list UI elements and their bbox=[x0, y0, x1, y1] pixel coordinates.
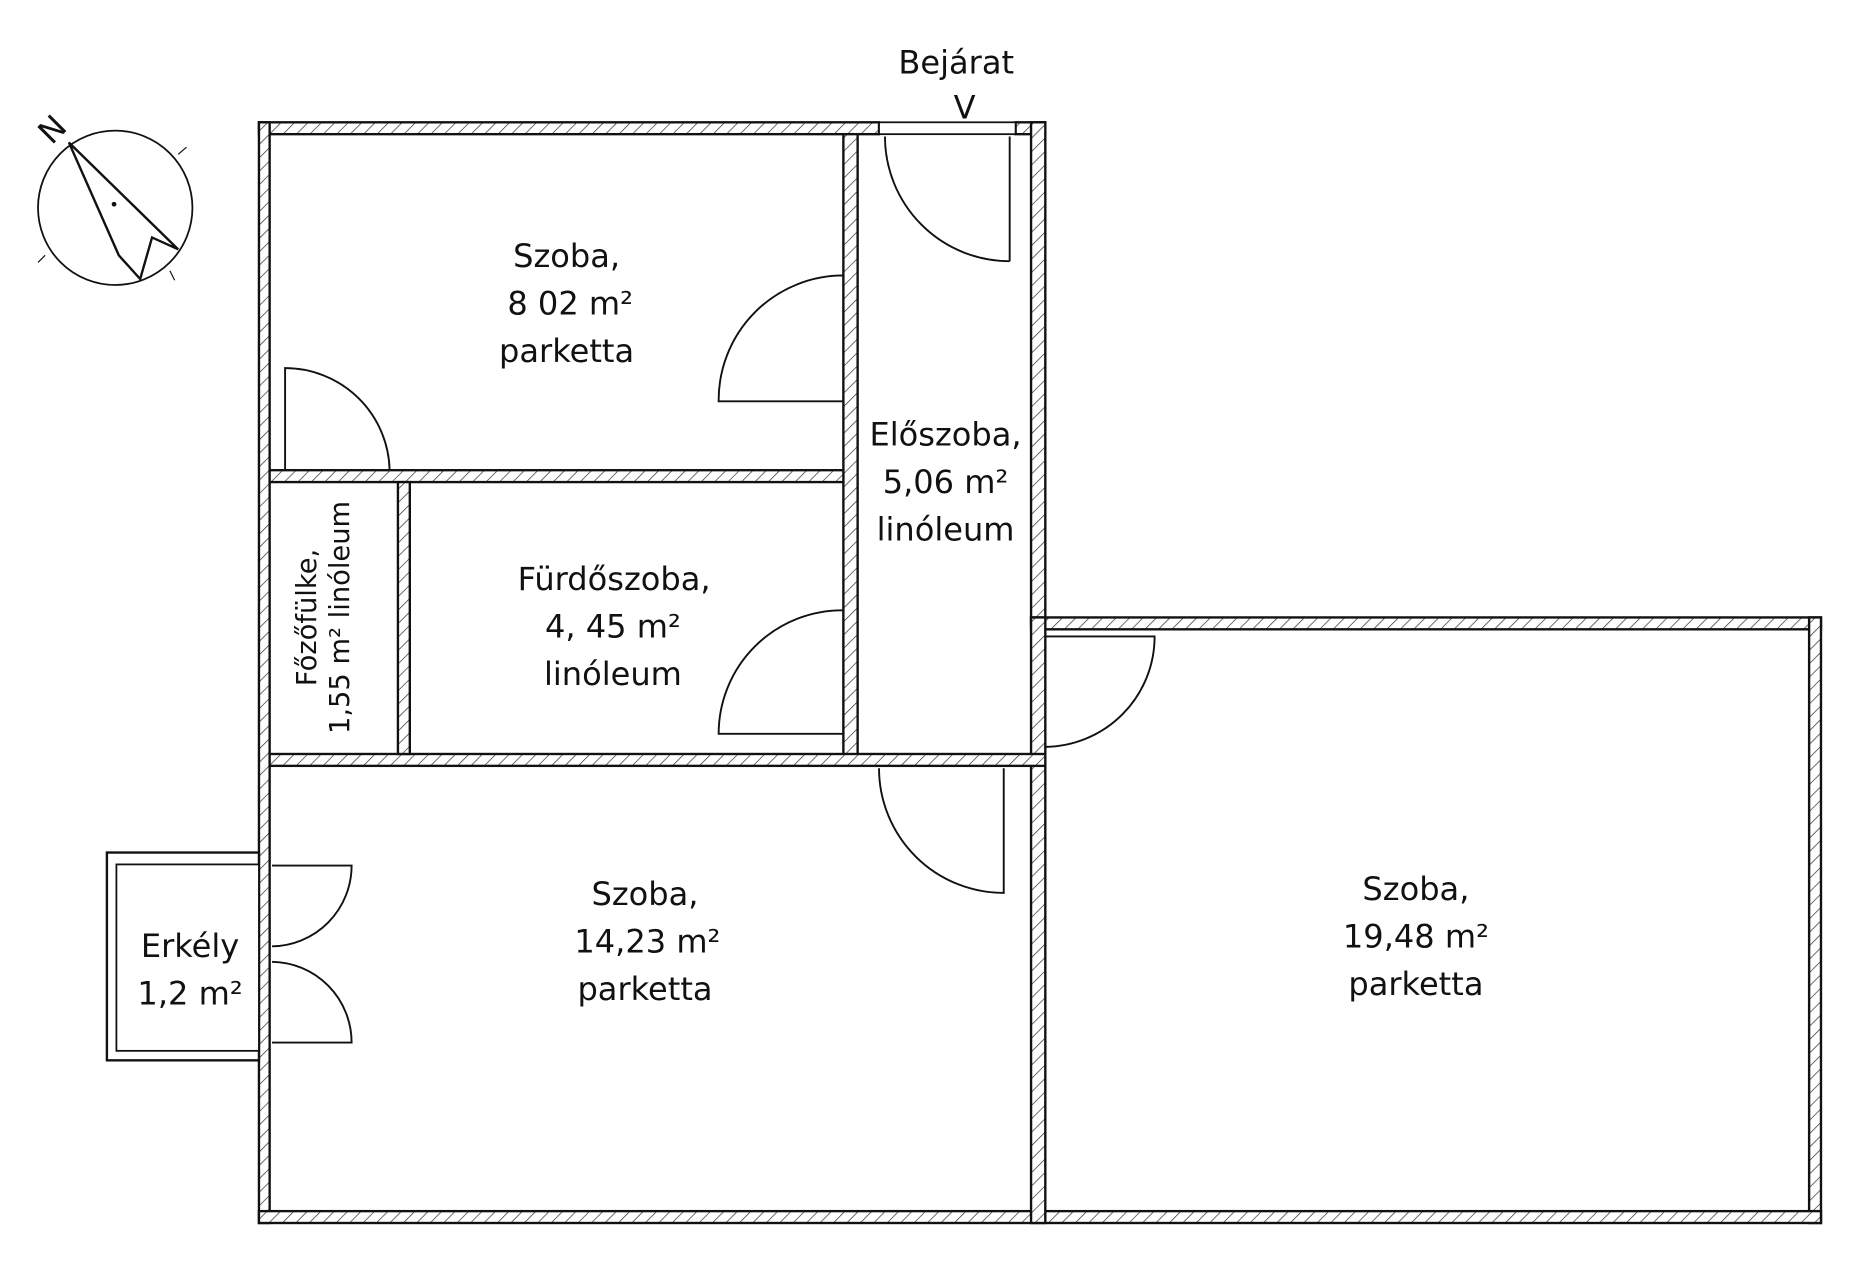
room-eloszoba: Előszoba, 5,06 m² linóleum bbox=[869, 415, 1021, 548]
doors bbox=[272, 136, 1156, 1044]
door-balcony-top bbox=[272, 864, 353, 948]
door-balcony-bottom bbox=[272, 960, 353, 1044]
room-area: 1,2 m² bbox=[137, 975, 242, 1013]
entrance-marker: V bbox=[954, 89, 976, 127]
room-area: 14,23 m² bbox=[574, 922, 720, 960]
room-name: Fürdőszoba, bbox=[518, 560, 711, 598]
room-name: Erkély bbox=[141, 927, 239, 965]
room-area: 1,55 m² linóleum bbox=[325, 501, 356, 734]
room-area: 19,48 m² bbox=[1343, 918, 1489, 956]
room-szoba-large: Szoba, 19,48 m² parketta bbox=[1343, 870, 1489, 1003]
room-floor: parketta bbox=[577, 970, 712, 1008]
walls bbox=[105, 121, 1823, 1225]
door-kitchen bbox=[284, 367, 391, 471]
door-bath bbox=[717, 609, 845, 735]
room-name: Előszoba, bbox=[869, 415, 1021, 453]
room-area: 8 02 m² bbox=[507, 285, 633, 323]
entrance-door bbox=[884, 136, 1011, 263]
room-erkely: Erkély 1,2 m² bbox=[137, 927, 242, 1012]
door-szoba-small bbox=[717, 274, 845, 403]
room-floor: parketta bbox=[1348, 965, 1483, 1003]
door-medium-room bbox=[878, 768, 1005, 894]
compass-north-label: N bbox=[30, 108, 74, 152]
room-name: Szoba, bbox=[1362, 870, 1469, 908]
door-large-room bbox=[1045, 635, 1156, 748]
room-area: 4, 45 m² bbox=[545, 608, 681, 646]
room-furdoszoba: Fürdőszoba, 4, 45 m² linóleum bbox=[518, 560, 711, 693]
room-floor: linóleum bbox=[877, 510, 1015, 548]
room-floor: linóleum bbox=[544, 655, 682, 693]
room-name: Főzőfülke, bbox=[292, 549, 323, 686]
north-compass-icon: N bbox=[30, 108, 194, 286]
room-floor: parketta bbox=[499, 332, 634, 370]
room-name: Szoba, bbox=[592, 875, 699, 913]
room-name: Szoba, bbox=[513, 237, 620, 275]
entrance-label: Bejárat bbox=[898, 44, 1014, 82]
room-fozofulke: Főzőfülke, 1,55 m² linóleum bbox=[292, 501, 356, 734]
room-szoba-small: Szoba, 8 02 m² parketta bbox=[499, 237, 634, 370]
room-area: 5,06 m² bbox=[883, 463, 1009, 501]
room-szoba-medium: Szoba, 14,23 m² parketta bbox=[574, 875, 720, 1008]
